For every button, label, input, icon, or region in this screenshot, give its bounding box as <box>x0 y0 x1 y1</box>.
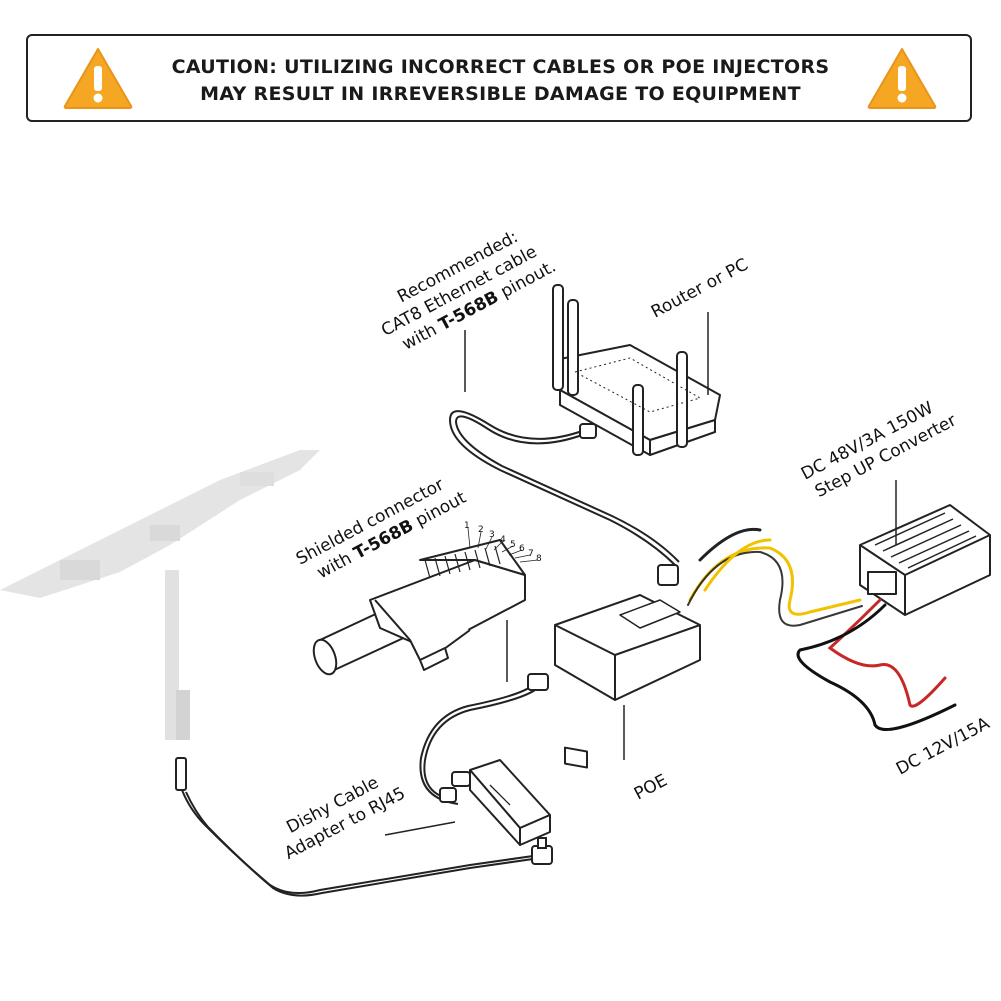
cable-label: Recommended: CAT8 Ethernet cable with T-… <box>378 227 559 355</box>
adapter-label: Dishy Cable Adapter to RJ45 <box>281 773 409 864</box>
dishy-cable <box>175 757 553 897</box>
pin-8: 8 <box>536 554 542 564</box>
shielded-rj45-connector <box>312 539 526 676</box>
converter-label: DC 48V/3A 150W Step UP Converter <box>798 398 960 502</box>
adapter-rj45-cable <box>419 673 549 805</box>
poe-injector <box>554 594 701 769</box>
poe-label: POE <box>631 771 671 805</box>
pin-1: 1 <box>464 521 470 531</box>
pin-5: 5 <box>510 540 516 550</box>
pin-2: 2 <box>478 525 484 535</box>
caution-line-2: MAY RESULT IN IRREVERSIBLE DAMAGE TO EQU… <box>200 83 801 105</box>
caution-line-1: CAUTION: UTILIZING INCORRECT CABLES OR P… <box>171 56 830 78</box>
pin-guides <box>467 527 539 563</box>
output-label: DC 12V/15A <box>893 713 993 779</box>
router-label: Router or PC <box>648 255 752 323</box>
connector-label: Shielded connector with T-568B pinout <box>293 475 470 583</box>
adapter-leader-line <box>384 821 456 836</box>
caution-text: CAUTION: UTILIZING INCORRECT CABLES OR P… <box>0 54 1001 108</box>
warning-triangle-icon <box>867 48 937 109</box>
caution-banner <box>26 34 972 122</box>
converter-output-wires <box>796 598 957 731</box>
pin-7: 7 <box>528 549 534 559</box>
warning-triangle-icon <box>63 48 133 109</box>
step-up-converter <box>859 504 991 616</box>
cat8-ethernet-cable <box>448 410 680 586</box>
converter-input-wires <box>687 527 863 627</box>
dishy-adapter <box>451 759 551 846</box>
pin-numbers: 1 2 3 4 5 6 7 8 <box>464 521 542 564</box>
router-label-text: Router or PC <box>648 255 752 323</box>
pin-4: 4 <box>500 535 506 545</box>
starlink-dish-blurred <box>0 450 320 740</box>
pin-3: 3 <box>489 530 495 540</box>
output-label-text: DC 12V/15A <box>893 713 993 779</box>
pin-6: 6 <box>519 544 525 554</box>
router <box>552 284 721 456</box>
poe-label-text: POE <box>631 771 671 805</box>
